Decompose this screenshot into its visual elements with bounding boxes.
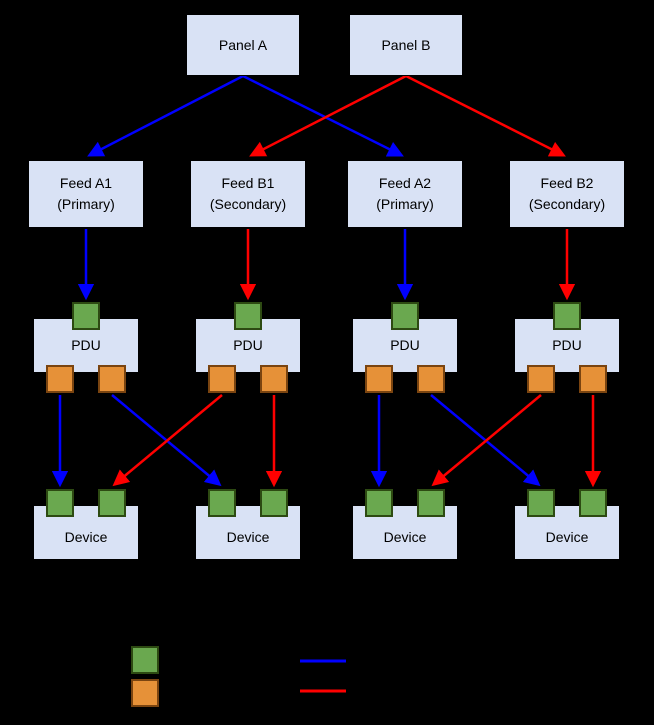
device2-input-port-right [260, 489, 288, 517]
node-pdu2-label: PDU [233, 337, 263, 353]
pdu1-output-port-right [98, 365, 126, 393]
pdu3-output-port-left [365, 365, 393, 393]
arrow-panel-a-to-feed-a2 [242, 74, 404, 157]
node-feed-b1-name: Feed B1 [221, 175, 275, 191]
node-feed-a2-qualifier: (Primary) [376, 196, 434, 212]
node-feed-a2-name: Feed A2 [378, 175, 432, 191]
node-feed-a1-name: Feed A1 [59, 175, 113, 191]
pdu4-output-port-left [527, 365, 555, 393]
node-feed-b1: Feed B1 (Secondary) [190, 160, 306, 228]
pdu4-input-port [553, 302, 581, 330]
node-feed-a2: Feed A2 (Primary) [347, 160, 463, 228]
device1-input-port-left [46, 489, 74, 517]
node-device1-label: Device [64, 529, 108, 545]
pdu2-output-port-right [260, 365, 288, 393]
device3-input-port-left [365, 489, 393, 517]
node-feed-b2-qualifier: (Secondary) [528, 196, 606, 212]
device3-input-port-right [417, 489, 445, 517]
node-device3-label: Device [383, 529, 427, 545]
node-device4-label: Device [545, 529, 589, 545]
node-feed-b1-qualifier: (Secondary) [209, 196, 287, 212]
arrow-panel-a-to-feed-a1 [87, 74, 244, 157]
device4-input-port-right [579, 489, 607, 517]
node-panel-b: Panel B [349, 14, 463, 76]
node-feed-b2-name: Feed B2 [540, 175, 594, 191]
pdu3-input-port [391, 302, 419, 330]
device4-input-port-left [527, 489, 555, 517]
pdu1-output-port-left [46, 365, 74, 393]
node-pdu4-label: PDU [552, 337, 582, 353]
node-panel-b-label: Panel B [381, 36, 431, 53]
legend-output-port-swatch [131, 679, 159, 707]
pdu1-input-port [72, 302, 100, 330]
arrow-panel-b-to-feed-b2 [405, 74, 566, 157]
arrow-pdu1-to-device2 [111, 394, 222, 487]
node-device2-label: Device [226, 529, 270, 545]
arrow-pdu3-to-device4 [430, 394, 541, 487]
pdu3-output-port-right [417, 365, 445, 393]
arrow-panel-b-to-feed-b1 [249, 74, 407, 157]
node-pdu3-label: PDU [390, 337, 420, 353]
node-panel-a-label: Panel A [218, 36, 268, 53]
node-feed-a1: Feed A1 (Primary) [28, 160, 144, 228]
arrow-pdu4-to-device3 [431, 394, 542, 487]
node-pdu1-label: PDU [71, 337, 101, 353]
pdu2-output-port-left [208, 365, 236, 393]
pdu2-input-port [234, 302, 262, 330]
pdu4-output-port-right [579, 365, 607, 393]
arrow-pdu2-to-device1 [112, 394, 223, 487]
node-feed-a1-qualifier: (Primary) [57, 196, 115, 212]
node-feed-b2: Feed B2 (Secondary) [509, 160, 625, 228]
node-panel-a: Panel A [186, 14, 300, 76]
device2-input-port-left [208, 489, 236, 517]
legend-input-port-swatch [131, 646, 159, 674]
device1-input-port-right [98, 489, 126, 517]
node-pdu1: PDU [33, 318, 139, 373]
